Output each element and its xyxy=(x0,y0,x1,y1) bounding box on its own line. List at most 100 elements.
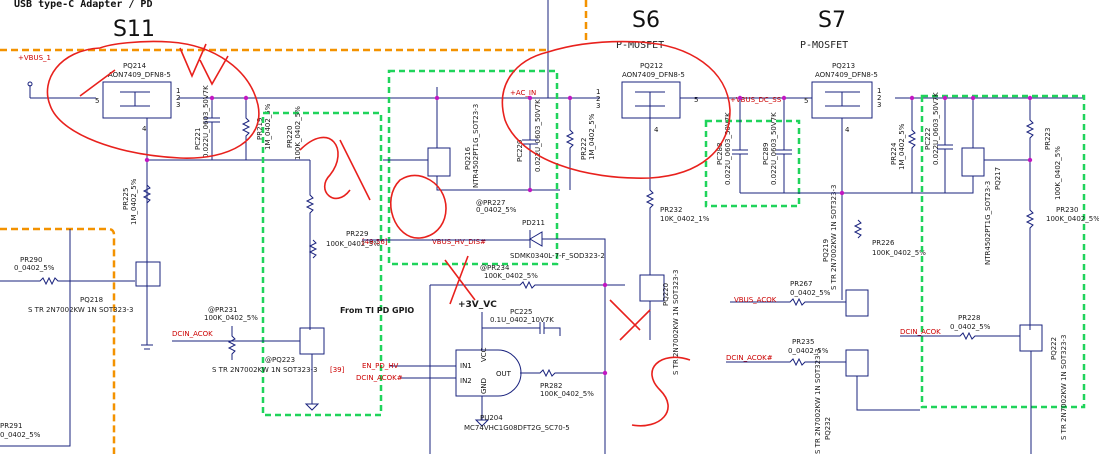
pin-label: 5 xyxy=(804,97,808,105)
pmosfet-label-1: P-MOSFET xyxy=(616,40,664,51)
green-box-3 xyxy=(704,119,801,208)
from-ti-label: From TI PD GPIO xyxy=(340,306,414,315)
pr227-value: 0_0402_5% xyxy=(476,206,517,214)
junction xyxy=(209,95,215,101)
pr267-symbol xyxy=(730,297,846,307)
pq218-body xyxy=(135,261,161,287)
orange-frame-left xyxy=(0,227,116,454)
pq223-body xyxy=(299,327,325,355)
wire-pr291 xyxy=(0,229,71,447)
junction xyxy=(970,95,976,101)
pr267-ref: PR267 xyxy=(790,280,812,288)
gate-out: OUT xyxy=(496,370,512,378)
pr232-ref: PR232 xyxy=(660,206,682,214)
pr232-value: 10K_0402_1% xyxy=(660,215,710,223)
pr267-value: 0_0402_5% xyxy=(790,289,831,297)
pr230-ref: PR230 xyxy=(1056,206,1078,214)
pd211-pn: SDMK0340L-7-F_SOD323-2 xyxy=(510,252,605,260)
pr229-symbol xyxy=(308,239,318,259)
ink-letter-o xyxy=(389,174,447,239)
pq219-body xyxy=(845,289,869,317)
pq223-pn: S TR 2N7002KW 1N SOT323-3 xyxy=(212,366,318,374)
pr228-value: 0_0402_5% xyxy=(950,323,991,331)
pr224-value: 1M_0402_5% xyxy=(898,123,906,170)
pin-label: 4 xyxy=(845,126,850,134)
gate-in1: IN1 xyxy=(460,362,472,370)
gate-gnd: GND xyxy=(480,378,488,394)
pq232-ref: PQ232 xyxy=(824,417,832,440)
green-box-2 xyxy=(387,69,559,266)
junction xyxy=(1027,157,1033,163)
pr282-symbol xyxy=(520,368,605,378)
pd211-ref: PD211 xyxy=(522,219,545,227)
section-s6: S6 xyxy=(632,8,660,33)
pin-label: 4 xyxy=(142,125,147,133)
pr219-symbol xyxy=(241,98,251,160)
pr226-value: 100K_0402_5% xyxy=(872,249,926,257)
ink-scribble-1 xyxy=(79,43,229,97)
pq222-pn: S TR 2N7002KW 1N SOT323-3 xyxy=(1060,334,1068,440)
net-vbus-1: +VBUS_1 xyxy=(18,54,51,62)
pc288-289-symbols xyxy=(732,98,830,194)
pr224-ref: PR224 xyxy=(890,142,898,165)
pmosfet-label-2: P-MOSFET xyxy=(800,40,848,51)
pc221-symbol xyxy=(204,98,220,160)
pr219-value: 1M_0402_5% xyxy=(264,103,272,150)
pq212-pn: AON7409_DFN8-5 xyxy=(622,71,685,79)
net-ref-39: [39] xyxy=(330,366,345,374)
pq212-ref: PQ212 xyxy=(640,62,663,70)
pq219-pn: S TR 2N7002KW 1N SOT323-3 xyxy=(830,184,838,290)
pr223-ref: PR223 xyxy=(1044,128,1052,150)
pc289-value: 0.022U_0603_50V7K xyxy=(770,112,778,185)
pc220-symbol xyxy=(522,98,538,190)
pr282-value: 100K_0402_5% xyxy=(540,390,594,398)
pq218-ref: PQ218 xyxy=(80,296,103,304)
ink-letter-1 xyxy=(299,136,371,201)
pr291-ref: PR291 xyxy=(0,422,22,430)
pr235-symbol xyxy=(726,357,846,367)
gate-vcc: VCC xyxy=(480,347,488,362)
pin-label: 4 xyxy=(654,126,659,134)
pin-label: 1 xyxy=(877,87,881,95)
wire-pq217 xyxy=(830,98,974,194)
pr234-value: 100K_0402_5% xyxy=(484,272,538,280)
junction xyxy=(527,95,533,101)
junction xyxy=(602,370,608,376)
pr224-symbol xyxy=(907,98,917,193)
pq222-ref: PQ222 xyxy=(1050,337,1058,360)
ink-circle-s6 xyxy=(501,40,731,179)
pc220-value: 0.022U_0603_50V7K xyxy=(534,99,542,172)
page-header: USB type-C Adapter / PD xyxy=(14,0,152,10)
pin-label: 2 xyxy=(596,95,600,103)
pq212-fet-symbol xyxy=(635,91,665,107)
pq216-ref: PQ216 xyxy=(464,146,472,170)
pr222-symbol xyxy=(565,98,575,190)
pq212-body xyxy=(621,81,681,119)
pc225-value: 0.1U_0402_10V7K xyxy=(490,316,554,324)
junction xyxy=(942,95,948,101)
wire-pq232 xyxy=(856,376,920,411)
pu204-pn: MC74VHC1G08DFT2G_SC70-5 xyxy=(464,424,570,432)
net-ac-in: +AC_IN xyxy=(510,89,536,97)
pc220-ref: PC220 xyxy=(516,140,524,162)
pr229-value: 100K_0402_5% xyxy=(326,240,380,248)
pc225-symbol xyxy=(482,322,561,336)
junction xyxy=(527,187,533,193)
pq218-pn: S TR 2N7002KW 1N SOT323-3 xyxy=(28,306,134,314)
pq213-ref: PQ213 xyxy=(832,62,855,70)
net-en-pd-hv: EN_PD_HV xyxy=(362,362,399,370)
pr223-pr230-line xyxy=(1025,98,1035,330)
pr222-value: 1M_0402_5% xyxy=(588,113,596,160)
pu204-ref: PU204 xyxy=(480,414,503,422)
junction xyxy=(567,95,573,101)
pin-label: 2 xyxy=(176,94,180,102)
junction xyxy=(243,95,249,101)
junction xyxy=(737,95,743,101)
pr282-ref: PR282 xyxy=(540,382,562,390)
ink-letter-k xyxy=(609,299,651,341)
pq220-body xyxy=(639,274,665,302)
pc222-value: 0.022U_0603_50V7K xyxy=(932,92,940,165)
pq213-pn: AON7409_DFN8-5 xyxy=(815,71,878,79)
pr230-value: 100K_0402_5% xyxy=(1046,215,1099,223)
